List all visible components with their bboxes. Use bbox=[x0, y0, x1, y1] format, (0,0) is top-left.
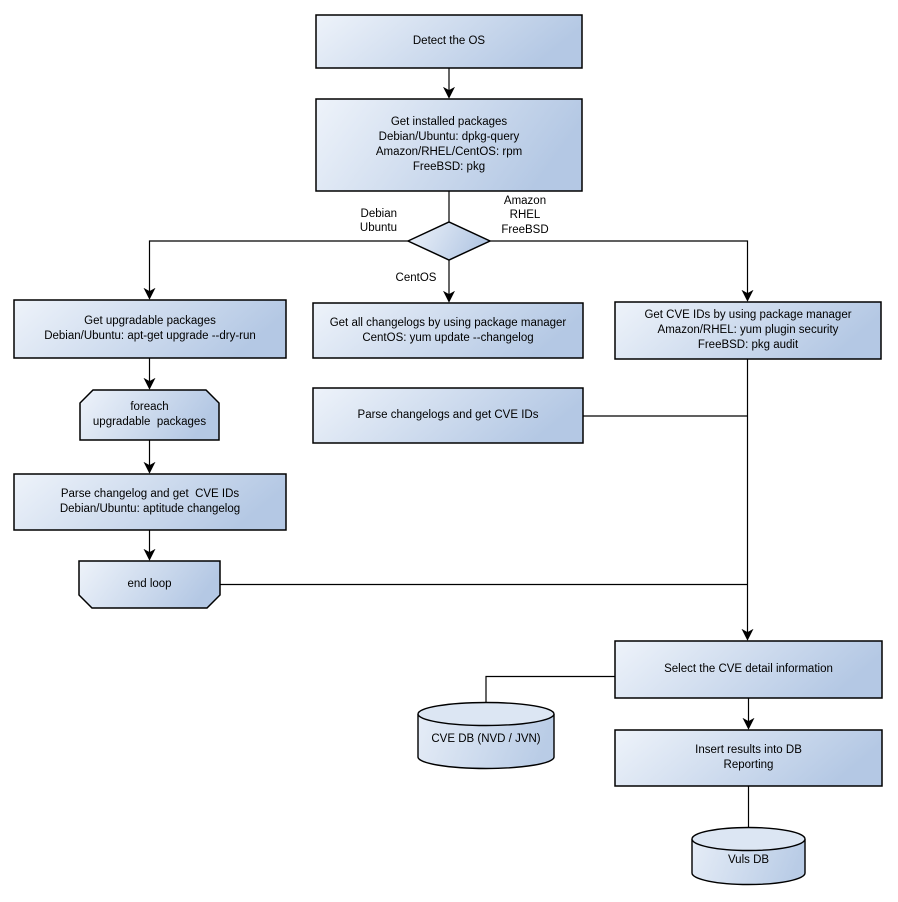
shape-decision-diamond bbox=[406, 221, 492, 261]
shape-parse-changelog bbox=[13, 473, 287, 531]
shape-get-upgradable bbox=[13, 299, 287, 359]
shape-insert-results bbox=[614, 729, 883, 787]
shape-foreach-loop bbox=[79, 389, 220, 441]
edge-decision-to-upgradable bbox=[143, 240, 408, 300]
shape-select-cve bbox=[614, 640, 883, 699]
edge-decision-to-getcve bbox=[490, 240, 754, 302]
shape-vuls-db-top bbox=[691, 826, 806, 852]
shape-cve-db-top bbox=[417, 701, 555, 727]
shape-detect-os bbox=[315, 14, 583, 69]
shape-get-installed bbox=[315, 98, 583, 192]
shape-cve-db-body bbox=[417, 714, 555, 770]
edge-select-to-cvedb bbox=[485, 675, 615, 702]
shape-vuls-db-body bbox=[691, 839, 806, 886]
shape-parse-changelogs bbox=[312, 387, 584, 444]
shape-get-all-changelogs bbox=[312, 302, 584, 359]
shape-end-loop bbox=[78, 560, 221, 609]
shape-get-cve-ids bbox=[614, 301, 882, 360]
